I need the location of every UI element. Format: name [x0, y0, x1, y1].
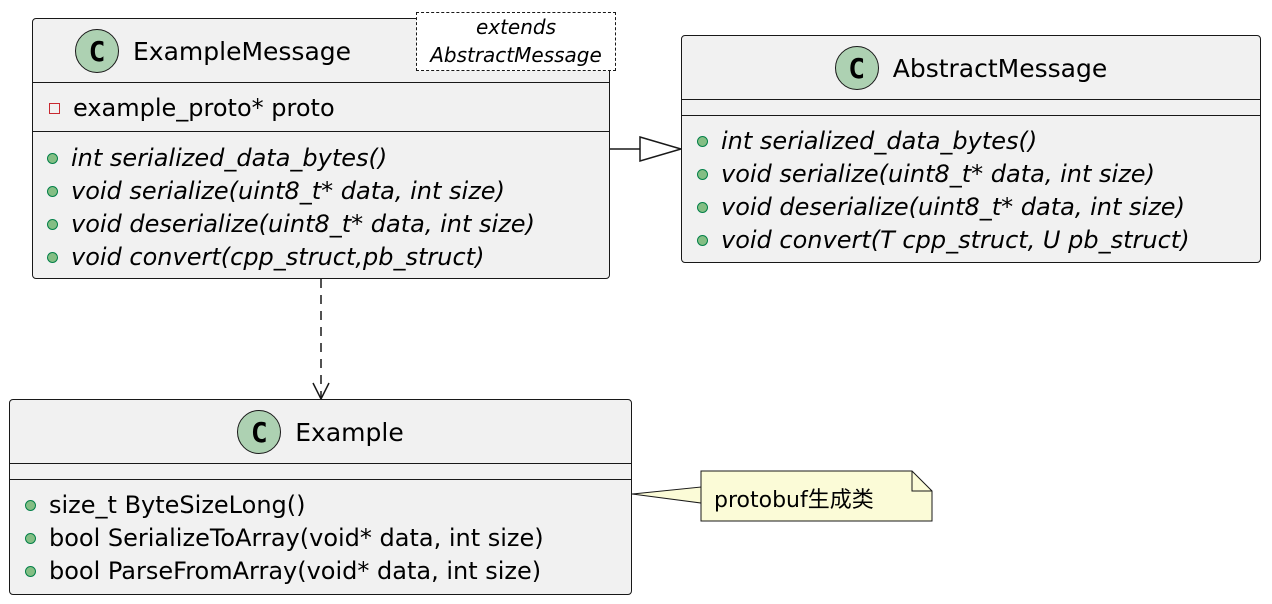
- public-visibility-icon: [47, 251, 58, 263]
- public-visibility-icon: [697, 234, 708, 246]
- class-icon: C: [834, 46, 879, 90]
- method-text: int serialized_data_bytes(): [721, 127, 1038, 155]
- divider: [10, 479, 631, 480]
- note-box: [700, 470, 933, 522]
- method-row: void deserialize(uint8_t* data, int size…: [697, 192, 1185, 222]
- method-text: bool SerializeToArray(void* data, int si…: [49, 524, 544, 552]
- stereotype-keyword: extends: [475, 15, 557, 39]
- method-text: bool ParseFromArray(void* data, int size…: [49, 557, 542, 585]
- method-row: void serialize(uint8_t* data, int size): [47, 176, 505, 206]
- method-text: size_t ByteSizeLong(): [49, 491, 306, 519]
- public-visibility-icon: [47, 185, 58, 197]
- class-header: C AbstractMessage: [682, 36, 1260, 100]
- stereotype-label: extends AbstractMessage: [416, 12, 616, 71]
- method-row: void convert(cpp_struct,pb_struct): [47, 242, 484, 272]
- method-text: void deserialize(uint8_t* data, int size…: [721, 193, 1185, 221]
- method-row: bool SerializeToArray(void* data, int si…: [25, 523, 544, 553]
- method-text: void convert(cpp_struct,pb_struct): [71, 243, 485, 271]
- public-visibility-icon: [25, 565, 36, 577]
- public-visibility-icon: [697, 201, 708, 213]
- class-name: ExampleMessage: [133, 36, 352, 66]
- divider: [33, 131, 609, 132]
- note-fold: [911, 471, 932, 492]
- public-visibility-icon: [25, 499, 36, 511]
- method-row: size_t ByteSizeLong(): [25, 490, 306, 520]
- public-visibility-icon: [47, 152, 58, 164]
- realization-arrowhead: [639, 135, 684, 163]
- method-row: int serialized_data_bytes(): [47, 143, 387, 173]
- divider: [682, 99, 1260, 100]
- divider: [10, 463, 631, 464]
- public-visibility-icon: [47, 218, 58, 230]
- field-row: example_proto* proto: [49, 93, 335, 123]
- method-text: void deserialize(uint8_t* data, int size…: [71, 210, 535, 238]
- class-abstract-message: C AbstractMessage int serialized_data_by…: [681, 35, 1261, 263]
- method-row: int serialized_data_bytes(): [697, 126, 1037, 156]
- field-text: example_proto* proto: [73, 94, 335, 122]
- method-text: int serialized_data_bytes(): [71, 144, 388, 172]
- stereotype-target: AbstractMessage: [430, 43, 602, 67]
- method-row: bool ParseFromArray(void* data, int size…: [25, 556, 541, 586]
- method-row: void convert(T cpp_struct, U pb_struct): [697, 225, 1190, 255]
- class-header: C ExampleMessage: [33, 19, 609, 83]
- private-visibility-icon: [49, 102, 60, 114]
- public-visibility-icon: [697, 168, 708, 180]
- method-row: void deserialize(uint8_t* data, int size…: [47, 209, 535, 239]
- class-icon: C: [237, 410, 282, 454]
- method-text: void serialize(uint8_t* data, int size): [71, 177, 505, 205]
- method-row: void serialize(uint8_t* data, int size): [697, 159, 1155, 189]
- public-visibility-icon: [25, 532, 36, 544]
- note-connector: [631, 486, 702, 504]
- class-name: Example: [295, 417, 404, 447]
- method-text: void convert(T cpp_struct, U pb_struct): [721, 226, 1190, 254]
- class-icon: C: [75, 29, 119, 73]
- divider: [682, 115, 1260, 116]
- note-text: protobuf生成类: [714, 488, 874, 513]
- class-name: AbstractMessage: [892, 53, 1108, 83]
- public-visibility-icon: [697, 135, 708, 147]
- class-header: C Example: [10, 400, 631, 464]
- class-example: C Example size_t ByteSizeLong() bool Ser…: [9, 399, 632, 595]
- divider: [33, 82, 609, 83]
- method-text: void serialize(uint8_t* data, int size): [721, 160, 1155, 188]
